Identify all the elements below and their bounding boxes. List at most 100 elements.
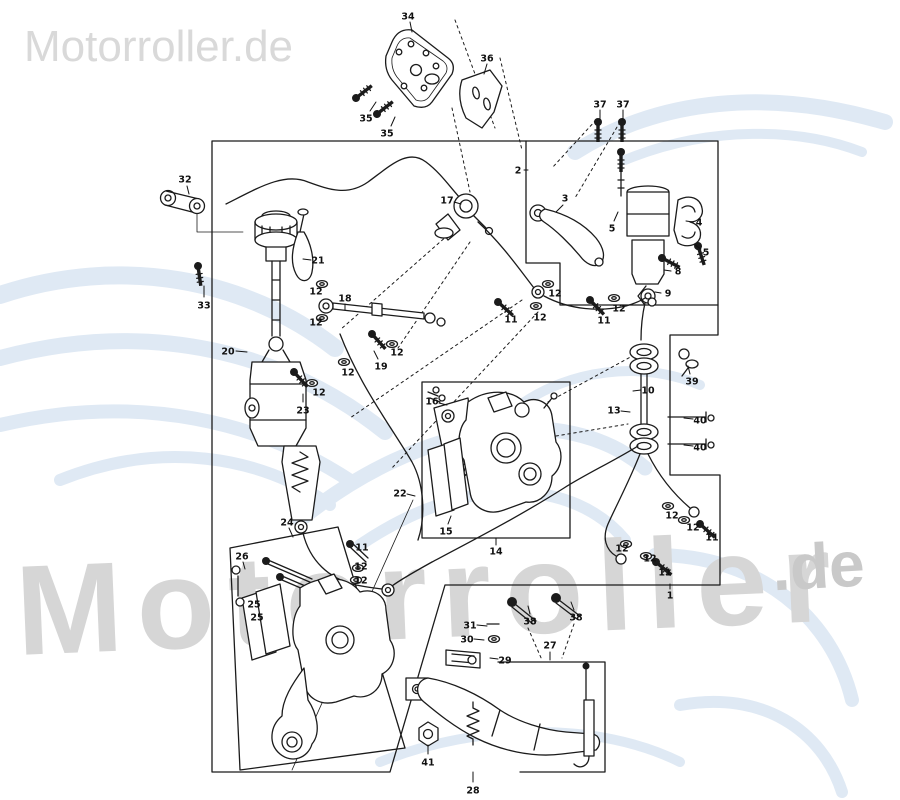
callout-label-12: 12: [533, 313, 546, 324]
callout-tick-40: [683, 444, 694, 447]
callout-label-12: 12: [312, 388, 325, 399]
union-17: [434, 193, 494, 241]
cable: [225, 156, 463, 205]
callout-tick-24: [288, 527, 294, 538]
callout-tick-38: [527, 605, 531, 615]
callout-tick-10: [632, 389, 642, 392]
callout-label-39: 39: [685, 377, 698, 388]
master-cylinder-box: [525, 140, 719, 306]
callout-label-11: 11: [705, 533, 718, 544]
callout-tick-15: [447, 515, 452, 525]
parts-39-40: [667, 348, 715, 450]
callout-tick-4: [685, 220, 694, 223]
callout-label-1: 1: [667, 591, 674, 602]
callout-label-32: 32: [178, 175, 191, 186]
callout-tick-20: [235, 350, 248, 353]
callout-label-24: 24: [280, 518, 294, 529]
callout-label-35: 35: [380, 129, 393, 140]
callout-tick-32: [186, 185, 190, 195]
callout-label-10: 10: [641, 386, 655, 397]
rear-caliper-24: [231, 540, 395, 760]
callout-label-21: 21: [311, 256, 324, 267]
callout-label-40: 40: [693, 443, 707, 454]
callout-label-14: 14: [489, 547, 503, 558]
callout-tick-30: [473, 638, 485, 641]
callout-label-11: 11: [504, 315, 517, 326]
callout-label-25: 25: [250, 613, 263, 624]
callout-tick-36: [483, 63, 488, 75]
callout-label-3: 3: [562, 194, 569, 205]
bracket-36: [459, 69, 503, 129]
callout-label-30: 30: [460, 635, 474, 646]
callout-tick-35: [369, 101, 377, 112]
callout-tick-21: [302, 258, 312, 261]
callout-label-34: 34: [401, 12, 415, 23]
hose-13: [381, 445, 639, 597]
callout-label-25: 25: [247, 600, 260, 611]
callout-label-27: 27: [543, 641, 556, 652]
callout-label-29: 29: [498, 656, 511, 667]
callout-label-36: 36: [480, 54, 494, 65]
callout-label-5: 5: [703, 248, 710, 259]
callout-tick-26: [242, 561, 246, 570]
callout-tick-19: [373, 350, 379, 360]
callout-label-8: 8: [675, 267, 682, 278]
callout-tick-31: [476, 624, 488, 627]
callout-tick-29: [489, 657, 499, 660]
boot-21: [291, 208, 314, 282]
watermark-motorroller-de-top: Motorroller.de: [24, 22, 294, 71]
callout-label-12: 12: [309, 287, 322, 298]
callout-label-12: 12: [643, 554, 656, 565]
front-master-cylinder-2: [529, 147, 709, 307]
callout-label-4: 4: [696, 218, 703, 229]
upper-hose: [477, 221, 646, 320]
callout-tick-38: [570, 601, 575, 611]
callout-label-2: 2: [515, 166, 522, 177]
callout-tick-16: [438, 402, 448, 406]
callout-label-9: 9: [665, 289, 672, 300]
rear-caliper-box: [229, 526, 406, 771]
mount-plate-34: [349, 29, 454, 121]
callout-label-5: 5: [609, 224, 616, 235]
callout-label-18: 18: [338, 294, 352, 305]
callout-label-26: 26: [235, 552, 249, 563]
callout-label-12: 12: [354, 562, 367, 573]
bracket-32: [159, 189, 244, 288]
callout-tick-3: [555, 204, 564, 213]
callout-label-12: 12: [612, 304, 625, 315]
callout-label-38: 38: [523, 617, 537, 628]
front-caliper-14: [427, 386, 562, 517]
callout-label-11: 11: [597, 316, 610, 327]
pedal-box: [497, 661, 606, 773]
callout-label-16: 16: [425, 397, 439, 408]
callout-label-12: 12: [686, 523, 699, 534]
brake-pedal-27: [405, 593, 601, 768]
callout-label-33: 33: [197, 301, 210, 312]
callout-tick-9: [654, 291, 662, 294]
callout-tick-35: [390, 116, 396, 127]
callout-tick-40: [683, 417, 694, 420]
callout-label-23: 23: [296, 406, 309, 417]
callout-label-12: 12: [615, 544, 628, 555]
callout-label-20: 20: [221, 347, 235, 358]
callout-tick-39: [687, 365, 691, 375]
callout-label-12: 12: [341, 368, 354, 379]
callout-tick-13: [620, 410, 631, 413]
callout-tick-5: [613, 211, 619, 222]
callout-label-35: 35: [359, 114, 372, 125]
callout-label-11: 11: [355, 543, 368, 554]
callout-label-12: 12: [309, 318, 322, 329]
hose-10: [604, 302, 719, 579]
callout-label-12: 12: [354, 576, 367, 587]
callout-label-12: 12: [665, 511, 678, 522]
callout-label-19: 19: [374, 362, 387, 373]
callout-label-12: 12: [390, 348, 403, 359]
callout-label-38: 38: [569, 613, 583, 624]
callout-label-22: 22: [393, 489, 406, 500]
callout-label-40: 40: [693, 416, 707, 427]
callout-label-13: 13: [607, 406, 620, 417]
callout-label-17: 17: [440, 196, 453, 207]
